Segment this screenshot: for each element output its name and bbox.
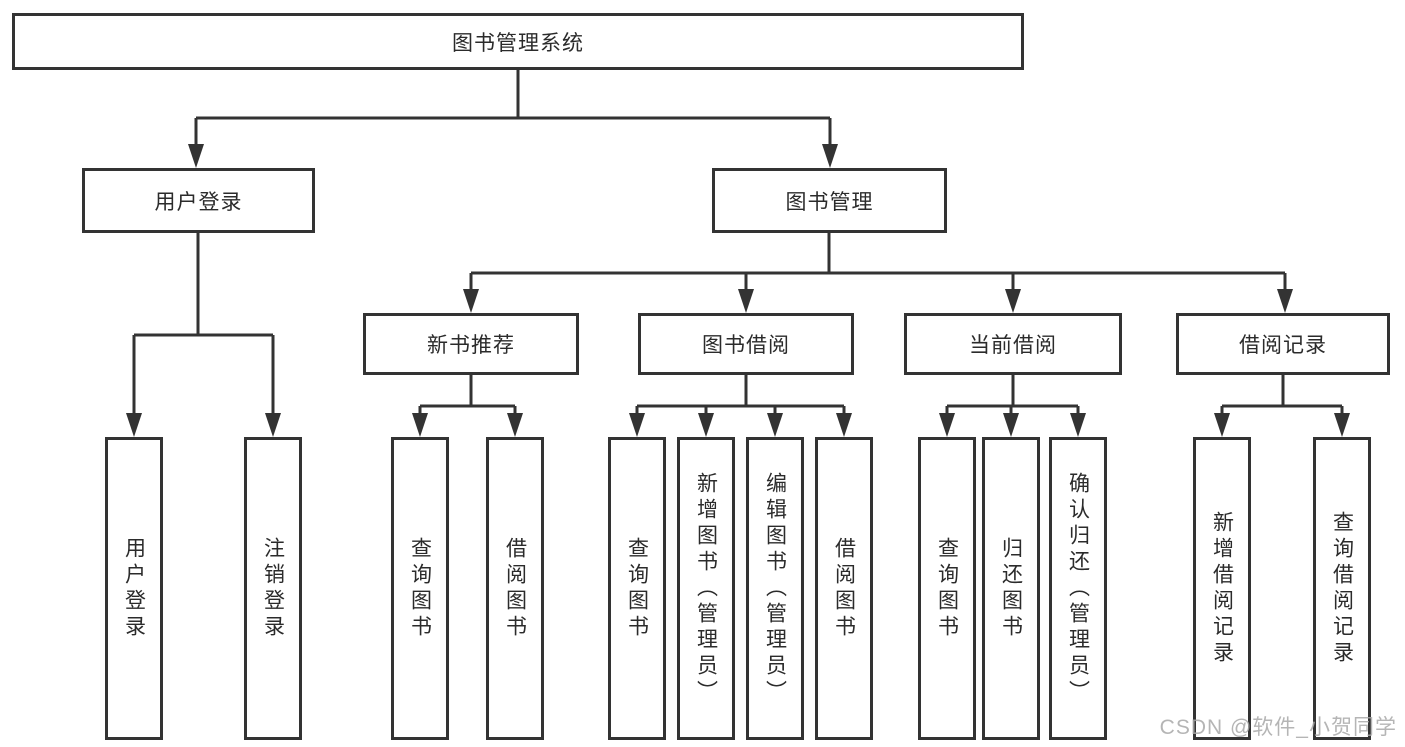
- csdn-watermark: CSDN @软件_小贺同学: [1159, 716, 1397, 739]
- leaf-logout: 注销登录: [244, 437, 302, 740]
- node-user-login: 用户登录: [82, 168, 315, 233]
- leaf-query-book-borrowing: 查询图书: [608, 437, 666, 740]
- node-system-root: 图书管理系统: [12, 13, 1024, 70]
- node-new-book-recommend: 新书推荐: [363, 313, 579, 375]
- leaf-query-borrow-record: 查询借阅记录: [1313, 437, 1371, 740]
- connector-arrowheads: [126, 144, 1350, 437]
- leaf-edit-book-admin: 编辑图书（管理员）: [746, 437, 804, 740]
- node-current-borrowing: 当前借阅: [904, 313, 1122, 375]
- node-borrow-records: 借阅记录: [1176, 313, 1390, 375]
- leaf-add-book-admin: 新增图书（管理员）: [677, 437, 735, 740]
- leaf-user-login: 用户登录: [105, 437, 163, 740]
- leaf-query-book-recommend: 查询图书: [391, 437, 449, 740]
- leaf-confirm-return-admin: 确认归还（管理员）: [1049, 437, 1107, 740]
- connector-elbows: [132, 70, 1344, 418]
- leaf-add-borrow-record: 新增借阅记录: [1193, 437, 1251, 740]
- leaf-borrow-book: 借阅图书: [815, 437, 873, 740]
- node-book-borrowing: 图书借阅: [638, 313, 854, 375]
- leaf-borrow-book-recommend: 借阅图书: [486, 437, 544, 740]
- leaf-return-book: 归还图书: [982, 437, 1040, 740]
- node-book-management: 图书管理: [712, 168, 947, 233]
- leaf-query-book-current: 查询图书: [918, 437, 976, 740]
